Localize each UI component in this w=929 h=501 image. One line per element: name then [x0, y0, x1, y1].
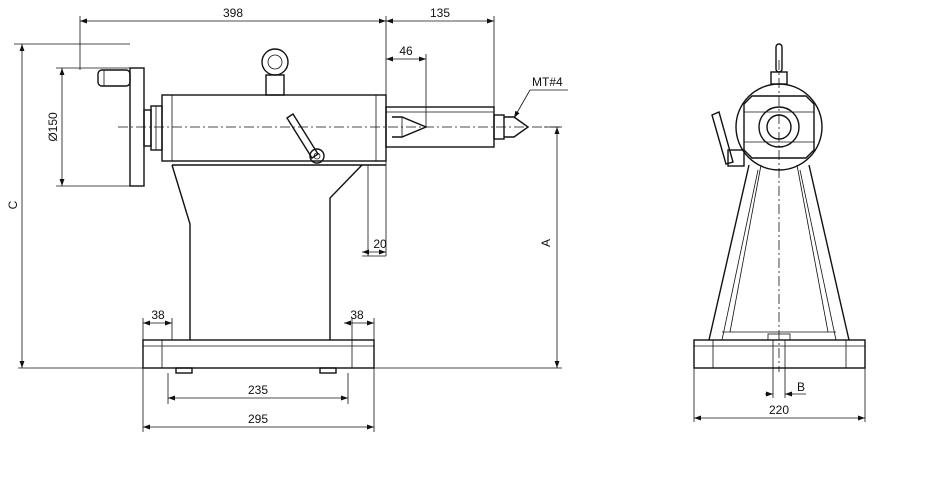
taper-label: MT#4	[532, 75, 563, 89]
dim-a-label: A	[539, 239, 553, 247]
taper-leader: MT#4	[513, 75, 568, 119]
dim-b: B	[765, 372, 806, 398]
handwheel	[97, 67, 163, 187]
dim-c: C	[6, 44, 25, 368]
eye-bolt	[261, 48, 289, 96]
dim-220-label: 220	[769, 403, 789, 417]
dim-235-label: 235	[248, 383, 268, 397]
dim-20: 20	[362, 237, 387, 255]
body-column	[171, 164, 386, 340]
end-lever	[711, 111, 745, 167]
dim-a: A	[539, 127, 560, 368]
extension-lines	[14, 16, 562, 432]
dim-398: 398	[80, 6, 386, 24]
dim-135-label: 135	[430, 6, 450, 20]
dim-46: 46	[386, 44, 426, 62]
dim-235: 235	[168, 383, 348, 401]
dim-20-label: 20	[373, 237, 387, 251]
dim-c-label: C	[6, 200, 20, 209]
dim-38-left: 38	[143, 308, 172, 326]
end-view: B 220	[693, 43, 866, 422]
barrel	[161, 94, 387, 162]
dim-b-label: B	[797, 380, 805, 394]
clamp-lever	[286, 113, 325, 164]
dim-38-left-label: 38	[151, 308, 165, 322]
dim-398-label: 398	[223, 6, 243, 20]
dim-135: 135	[386, 6, 494, 24]
dim-295-label: 295	[248, 412, 268, 426]
dim-handwheel-diameter-label: Ø150	[46, 112, 60, 142]
end-base	[693, 333, 866, 372]
dim-handwheel-diameter: Ø150	[46, 68, 65, 186]
dim-38-right: 38	[344, 308, 374, 326]
side-view: 398 135 46 MT#4 Ø150 C	[6, 6, 568, 432]
end-legs	[708, 164, 850, 341]
dim-295: 295	[143, 412, 374, 430]
dim-220: 220	[693, 368, 866, 422]
dim-46-label: 46	[399, 44, 413, 58]
dim-38-right-label: 38	[350, 308, 364, 322]
